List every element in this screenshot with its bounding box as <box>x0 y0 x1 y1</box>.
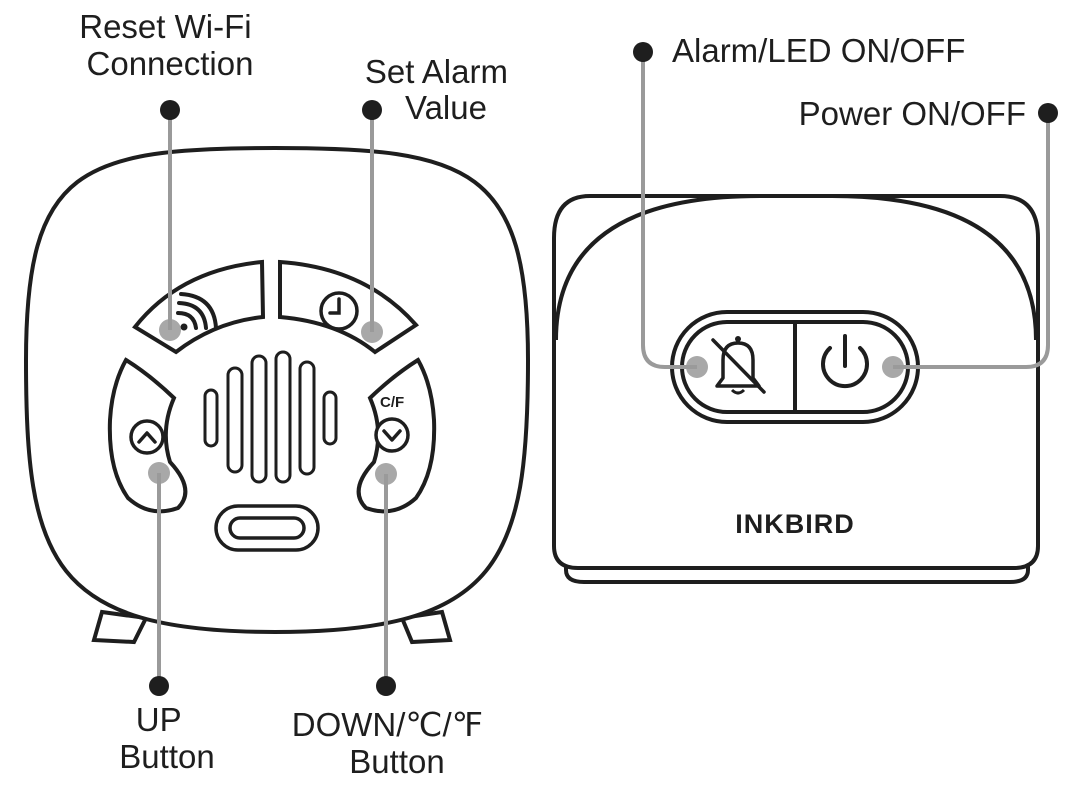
label-alarm-led: Alarm/LED ON/OFF <box>672 32 965 69</box>
unit-key-label: C/F <box>380 394 404 411</box>
label-power: Power ON/OFF <box>799 95 1026 132</box>
leader-power <box>893 113 1050 369</box>
label-set-alarm: Set Alarm Value <box>365 53 517 126</box>
side-device: INKBIRD <box>552 42 1058 584</box>
power-button[interactable] <box>821 334 869 389</box>
clock-icon <box>319 291 359 331</box>
alarm-led-button[interactable] <box>711 336 766 395</box>
chevron-down-icon <box>374 417 410 453</box>
speaker-grille <box>203 350 338 484</box>
set-alarm-dot <box>362 100 382 120</box>
label-down-button: DOWN/℃/℉ Button <box>292 706 492 780</box>
front-device: C/F <box>23 100 531 696</box>
bell-off-icon <box>711 336 766 395</box>
usb-c-port <box>214 504 320 552</box>
wifi-icon <box>176 292 218 331</box>
chevron-up-icon <box>129 419 165 455</box>
up-dot <box>149 676 169 696</box>
down-dot <box>376 676 396 696</box>
reset-wifi-dot <box>160 100 180 120</box>
label-up-button: UP Button <box>119 701 214 775</box>
brand-logo: INKBIRD <box>735 509 855 539</box>
power-dot <box>1038 103 1058 123</box>
leader-alarm-led <box>641 52 697 369</box>
label-reset-wifi: Reset Wi-Fi Connection <box>79 8 261 82</box>
alarm-led-dot <box>633 42 653 62</box>
side-top-curve <box>554 194 1038 341</box>
power-icon <box>821 334 869 389</box>
right-foot <box>399 609 453 645</box>
